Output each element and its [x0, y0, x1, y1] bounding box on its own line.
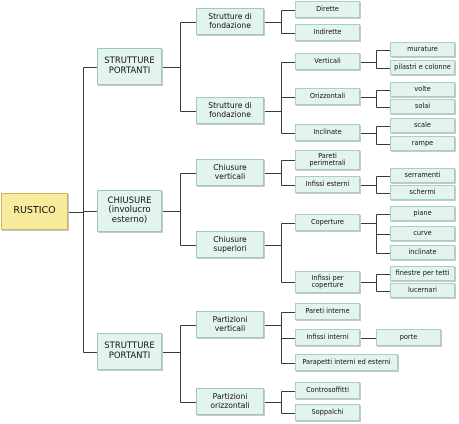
node-indirette: Indirette: [295, 24, 360, 41]
node-rustico: RUSTICO: [1, 193, 68, 230]
node-chiusure-verticali: Chiusure verticali: [196, 159, 264, 186]
node-murature: murature: [390, 42, 455, 57]
node-pareti-interne: Pareti interne: [295, 303, 360, 320]
node-controsoffitti: Controsoffitti: [295, 382, 360, 399]
node-inclinate: Inclinate: [295, 124, 360, 141]
node-strutture-fondazione: Strutture di fondazione: [196, 8, 264, 35]
node-chiusure-superiori: Chiusure superiori: [196, 231, 264, 258]
node-piane: piane: [390, 206, 455, 221]
node-volte: volte: [390, 82, 455, 97]
node-infissi-esterni: Infissi esterni: [295, 176, 360, 193]
node-partizioni-verticali: Partizioni verticali: [196, 311, 264, 338]
node-infissi-coperture: Infissi per coperture: [295, 271, 360, 293]
node-pareti-perimetrali: Pareti perimetrali: [295, 150, 360, 170]
node-rampe: rampe: [390, 136, 455, 151]
node-coperture: Coperture: [295, 214, 360, 231]
node-scale: scale: [390, 118, 455, 133]
node-orizzontali: Orizzontali: [295, 88, 360, 105]
node-partizioni-orizzontali: Partizioni orizzontali: [196, 388, 264, 415]
node-solai: solai: [390, 99, 455, 114]
node-finestre-tetti: finestre per tetti: [390, 266, 455, 281]
node-chiusure: CHIUSURE (involucro esterno): [97, 190, 162, 232]
node-infissi-interni: Infissi interni: [295, 329, 360, 346]
node-strutture-portanti: STRUTTURE PORTANTI: [97, 48, 162, 85]
node-partizioni-interne: STRUTTURE PORTANTI: [97, 333, 162, 370]
node-parapetti: Parapetti interni ed esterni: [295, 354, 398, 371]
node-inclinate-coperture: inclinate: [390, 245, 455, 260]
node-schermi: schermi: [390, 185, 455, 200]
node-lucernari: lucernari: [390, 283, 455, 298]
node-curve: curve: [390, 226, 455, 241]
node-verticali: Verticali: [295, 53, 360, 70]
node-serramenti: serramenti: [390, 168, 455, 183]
node-pilastri-colonne: pilastri e colonne: [390, 60, 455, 75]
node-porte: porte: [376, 329, 441, 346]
node-soppalchi: Soppalchi: [295, 404, 360, 421]
node-strutture-elevazione: Strutture di fondazione: [196, 97, 264, 124]
node-dirette: Dirette: [295, 1, 360, 18]
